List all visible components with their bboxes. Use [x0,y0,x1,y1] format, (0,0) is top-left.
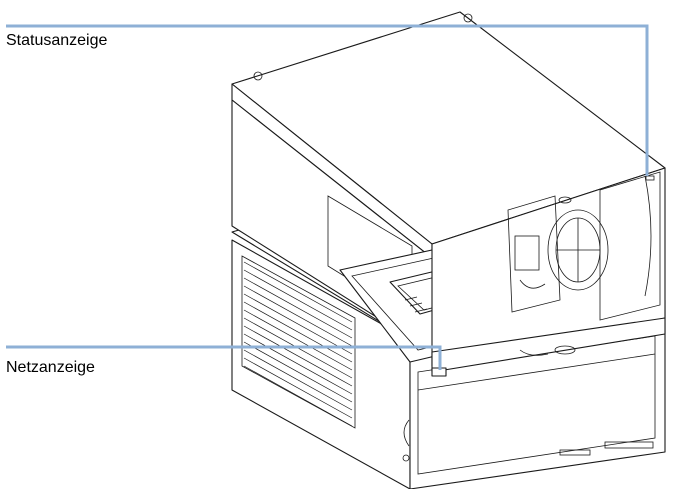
upper-module [231,11,666,377]
status-indicator-label: Statusanzeige [6,32,108,49]
power-indicator-label: Netzanzeige [6,359,95,376]
leader-line-status [6,24,649,176]
leader-line-power [6,345,442,370]
